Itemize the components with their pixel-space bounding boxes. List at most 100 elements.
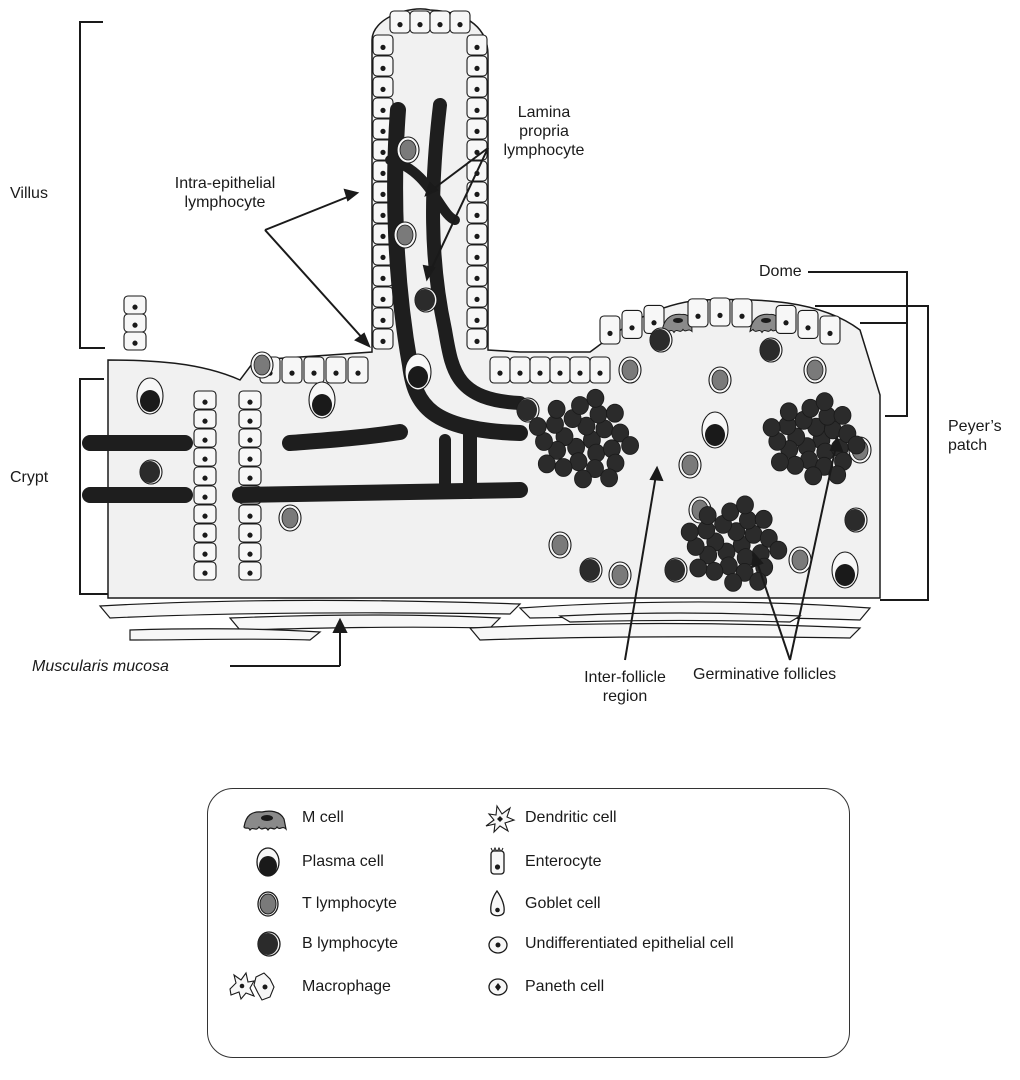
enterocyte bbox=[194, 448, 216, 466]
t-lymphocyte bbox=[394, 222, 416, 248]
lamina-propria-label-line3: lymphocyte bbox=[494, 141, 594, 160]
b-lymphocyte bbox=[665, 558, 687, 582]
enterocyte bbox=[194, 391, 216, 409]
b-lymphocyte bbox=[737, 496, 754, 514]
legend-label-t-lymphocyte: T lymphocyte bbox=[302, 895, 397, 912]
inter-follicle-label: Inter-follicle region bbox=[560, 668, 690, 706]
dome-label: Dome bbox=[759, 262, 802, 281]
t-lymphocyte bbox=[397, 137, 419, 163]
enterocyte bbox=[373, 35, 393, 55]
enterocyte bbox=[194, 524, 216, 542]
legend-label-undifferentiated-epithelial-cell: Undifferentiated epithelial cell bbox=[525, 935, 734, 952]
legend-box: M cell Plasma cell T lymphocyte B lympho… bbox=[207, 788, 850, 1058]
lamina-propria-label-line1: Lamina bbox=[494, 103, 594, 122]
b-lymphocyte bbox=[771, 453, 788, 471]
enterocyte bbox=[282, 357, 302, 383]
enterocyte bbox=[373, 56, 393, 76]
enterocyte bbox=[194, 505, 216, 523]
enterocyte bbox=[348, 357, 368, 383]
t-lymphocyte bbox=[709, 367, 731, 393]
macrophage-icon bbox=[226, 969, 278, 1003]
intra-epithelial-label: Intra-epithelial lymphocyte bbox=[152, 174, 298, 212]
enterocyte-icon bbox=[487, 845, 511, 877]
b-lymphocyte bbox=[601, 469, 618, 487]
b-lymphocyte bbox=[755, 510, 772, 528]
enterocyte bbox=[798, 310, 818, 338]
enterocyte bbox=[124, 296, 146, 314]
enterocyte bbox=[622, 310, 642, 338]
legend-item-enterocyte: Enterocyte bbox=[483, 852, 601, 872]
legend-item-macrophage: Macrophage bbox=[244, 977, 391, 997]
enterocyte bbox=[570, 357, 590, 383]
b-lymphocyte bbox=[834, 406, 851, 424]
enterocyte bbox=[467, 245, 487, 265]
b-lymphocyte bbox=[538, 455, 555, 473]
b-lymphocyte bbox=[622, 437, 639, 455]
peyers-patch-label-line1: Peyer’s bbox=[948, 417, 1002, 436]
enterocyte bbox=[467, 287, 487, 307]
plasma-cell bbox=[309, 382, 335, 418]
legend-item-m-cell: M cell bbox=[244, 808, 344, 828]
enterocyte bbox=[510, 357, 530, 383]
enterocyte bbox=[776, 305, 796, 333]
b-lymphocyte bbox=[140, 460, 162, 484]
b-lymphocyte bbox=[780, 403, 797, 421]
t-lymphocyte bbox=[619, 357, 641, 383]
enterocyte bbox=[450, 11, 470, 33]
legend-item-goblet-cell: Goblet cell bbox=[483, 894, 601, 914]
villus-bracket bbox=[80, 22, 105, 348]
enterocyte bbox=[467, 224, 487, 244]
enterocyte bbox=[124, 332, 146, 350]
legend-item-b-lymphocyte: B lymphocyte bbox=[244, 934, 398, 954]
m-cell-icon bbox=[240, 805, 290, 833]
b-lymphocyte bbox=[555, 459, 572, 477]
b-lymphocyte bbox=[770, 541, 787, 559]
inter-follicle-label-line2: region bbox=[560, 687, 690, 706]
legend-label-macrophage: Macrophage bbox=[302, 978, 391, 995]
enterocyte bbox=[373, 308, 393, 328]
legend-item-plasma-cell: Plasma cell bbox=[244, 852, 384, 872]
plasma-cell bbox=[702, 412, 728, 448]
b-lymphocyte bbox=[706, 562, 723, 580]
enterocyte bbox=[194, 486, 216, 504]
b-lymphocyte bbox=[575, 470, 592, 488]
enterocyte bbox=[467, 98, 487, 118]
b-lymphocyte bbox=[760, 338, 782, 362]
plasma-cell-icon bbox=[254, 846, 284, 878]
enterocyte bbox=[326, 357, 346, 383]
muscularis-mucosa-layer bbox=[100, 601, 870, 641]
enterocyte bbox=[467, 203, 487, 223]
enterocyte bbox=[194, 467, 216, 485]
enterocyte bbox=[467, 308, 487, 328]
legend-label-b-lymphocyte: B lymphocyte bbox=[302, 935, 398, 952]
t-lymphocyte bbox=[549, 532, 571, 558]
lamina-propria-label-line2: propria bbox=[494, 122, 594, 141]
b-lymphocyte bbox=[570, 453, 587, 471]
intra-epithelial-label-line1: Intra-epithelial bbox=[152, 174, 298, 193]
legend-label-goblet-cell: Goblet cell bbox=[525, 895, 601, 912]
intra-epithelial-label-line2: lymphocyte bbox=[152, 193, 298, 212]
b-lymphocyte bbox=[848, 436, 865, 454]
legend-item-t-lymphocyte: T lymphocyte bbox=[244, 894, 397, 914]
enterocyte bbox=[467, 266, 487, 286]
crypt-label: Crypt bbox=[10, 468, 48, 487]
germinative-follicles-label: Germinative follicles bbox=[693, 665, 836, 684]
legend-item-paneth-cell: Paneth cell bbox=[483, 977, 604, 997]
paneth-cell-icon bbox=[487, 974, 511, 1000]
enterocyte bbox=[194, 543, 216, 561]
enterocyte bbox=[239, 562, 261, 580]
crypt-bracket bbox=[80, 379, 108, 594]
enterocyte bbox=[410, 11, 430, 33]
b-lymphocyte bbox=[845, 508, 867, 532]
plasma-cell bbox=[137, 378, 163, 414]
enterocyte bbox=[239, 543, 261, 561]
enterocyte bbox=[590, 357, 610, 383]
goblet-cell-icon bbox=[487, 888, 511, 920]
b-lymphocyte bbox=[763, 419, 780, 437]
b-lymphocyte bbox=[587, 389, 604, 407]
villus-label: Villus bbox=[10, 184, 48, 203]
plasma-cell bbox=[832, 552, 858, 588]
enterocyte bbox=[239, 505, 261, 523]
undifferentiated-epithelial-cell-icon bbox=[487, 932, 511, 958]
enterocyte bbox=[194, 562, 216, 580]
